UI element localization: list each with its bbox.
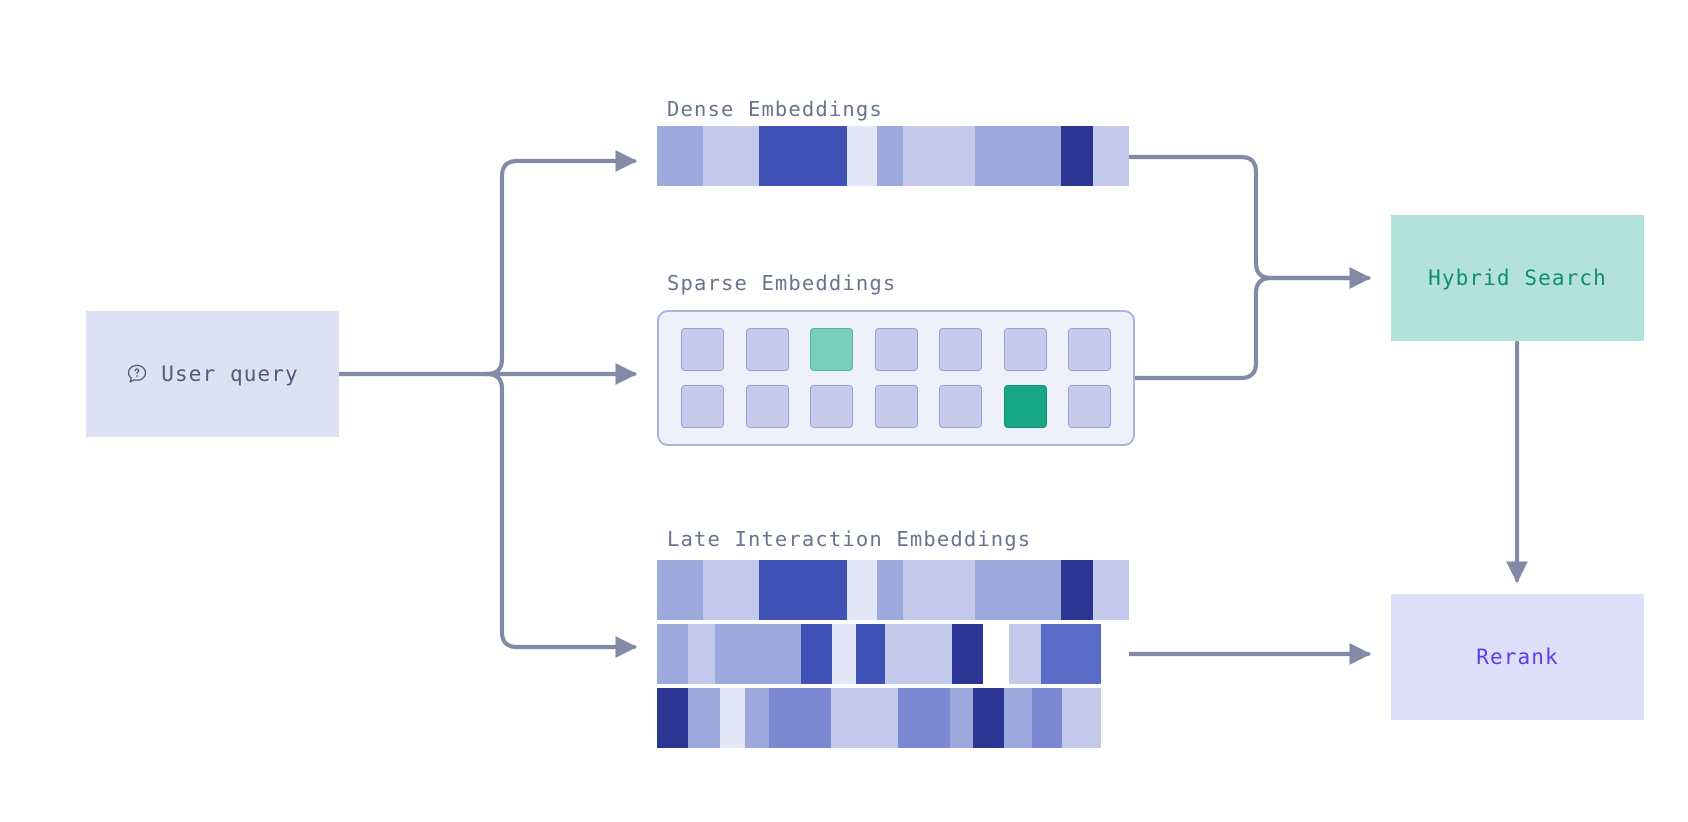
- embedding-segment: [847, 560, 877, 620]
- embedding-segment: [703, 560, 759, 620]
- embedding-segment: [1093, 126, 1129, 186]
- embedding-segment: [830, 688, 898, 748]
- user-query-label: User query: [161, 362, 299, 386]
- embedding-segment: [1061, 560, 1093, 620]
- embedding-segment: [1061, 126, 1093, 186]
- sparse-cell-off: [874, 385, 918, 428]
- embedding-segment: [744, 688, 769, 748]
- embedding-segment: [688, 624, 715, 684]
- node-user-query[interactable]: User query: [86, 311, 339, 437]
- embedding-segment: [897, 688, 950, 748]
- embedding-segment: [759, 560, 847, 620]
- late-interaction-strip-row-0: [657, 560, 1129, 620]
- embedding-segment: [1041, 624, 1101, 684]
- sparse-cell-off: [1068, 385, 1111, 428]
- sparse-cell-off: [745, 328, 789, 371]
- embedding-segment: [1009, 624, 1041, 684]
- embedding-segment: [1093, 560, 1129, 620]
- embedding-segment: [657, 126, 703, 186]
- embedding-segment: [657, 688, 688, 748]
- sparse-cell-off: [810, 385, 853, 428]
- rerank-label: Rerank: [1476, 645, 1559, 669]
- sparse-grid-row: [681, 385, 1111, 428]
- embedding-segment: [832, 624, 856, 684]
- embedding-segment: [720, 688, 745, 748]
- embedding-segment: [972, 688, 1004, 748]
- embedding-segment: [877, 560, 903, 620]
- embedding-segment: [657, 560, 703, 620]
- embedding-segment: [703, 126, 759, 186]
- embedding-segment: [983, 624, 1009, 684]
- embedding-segment: [975, 560, 1061, 620]
- late-interaction-embeddings-title: Late Interaction Embeddings: [667, 527, 1032, 551]
- node-rerank[interactable]: Rerank: [1391, 594, 1644, 720]
- embedding-segment: [801, 624, 832, 684]
- sparse-cell-on-light: [810, 328, 853, 371]
- edge-query-to-late: [484, 371, 638, 658]
- embedding-segment: [1061, 688, 1101, 748]
- hybrid-search-label: Hybrid Search: [1428, 266, 1607, 290]
- embedding-segment: [688, 688, 720, 748]
- embedding-segment: [768, 688, 831, 748]
- embedding-segment: [975, 126, 1061, 186]
- embedding-segment: [847, 126, 877, 186]
- embedding-segment: [885, 624, 952, 684]
- node-hybrid-search[interactable]: Hybrid Search: [1391, 215, 1644, 341]
- dense-embeddings-title: Dense Embeddings: [667, 97, 883, 121]
- late-interaction-strip-row-2: [657, 688, 1129, 748]
- embedding-segment: [1003, 688, 1032, 748]
- sparse-cell-on-dark: [1003, 385, 1047, 428]
- embedding-segment: [903, 560, 975, 620]
- sparse-cell-off: [745, 385, 789, 428]
- embedding-segment: [949, 688, 973, 748]
- sparse-cell-off: [939, 328, 982, 371]
- embedding-segment: [715, 624, 801, 684]
- embedding-segment: [1101, 624, 1129, 684]
- dense-embeddings-strip: [657, 126, 1129, 186]
- embedding-segment: [952, 624, 983, 684]
- embedding-segment: [657, 624, 688, 684]
- sparse-grid-row: [681, 328, 1111, 371]
- sparse-cell-off: [874, 328, 918, 371]
- embedding-segment: [1100, 688, 1129, 748]
- sparse-embeddings-title: Sparse Embeddings: [667, 271, 897, 295]
- embedding-segment: [903, 126, 975, 186]
- edge-query-to-dense: [484, 150, 638, 377]
- embedding-segment: [1031, 688, 1062, 748]
- sparse-embeddings-grid: [657, 310, 1135, 446]
- sparse-cell-off: [681, 328, 724, 371]
- embedding-segment: [856, 624, 885, 684]
- sparse-cell-off: [1068, 328, 1111, 371]
- edge-dense-to-hybrid: [1126, 154, 1372, 289]
- edge-sparse-to-hybrid: [1132, 267, 1372, 381]
- embedding-segment: [877, 126, 903, 186]
- sparse-cell-off: [1003, 328, 1047, 371]
- sparse-cell-off: [939, 385, 982, 428]
- sparse-cell-off: [681, 385, 724, 428]
- question-speech-bubble-icon: [128, 364, 147, 383]
- embedding-segment: [759, 126, 847, 186]
- late-interaction-strip-row-1: [657, 624, 1129, 684]
